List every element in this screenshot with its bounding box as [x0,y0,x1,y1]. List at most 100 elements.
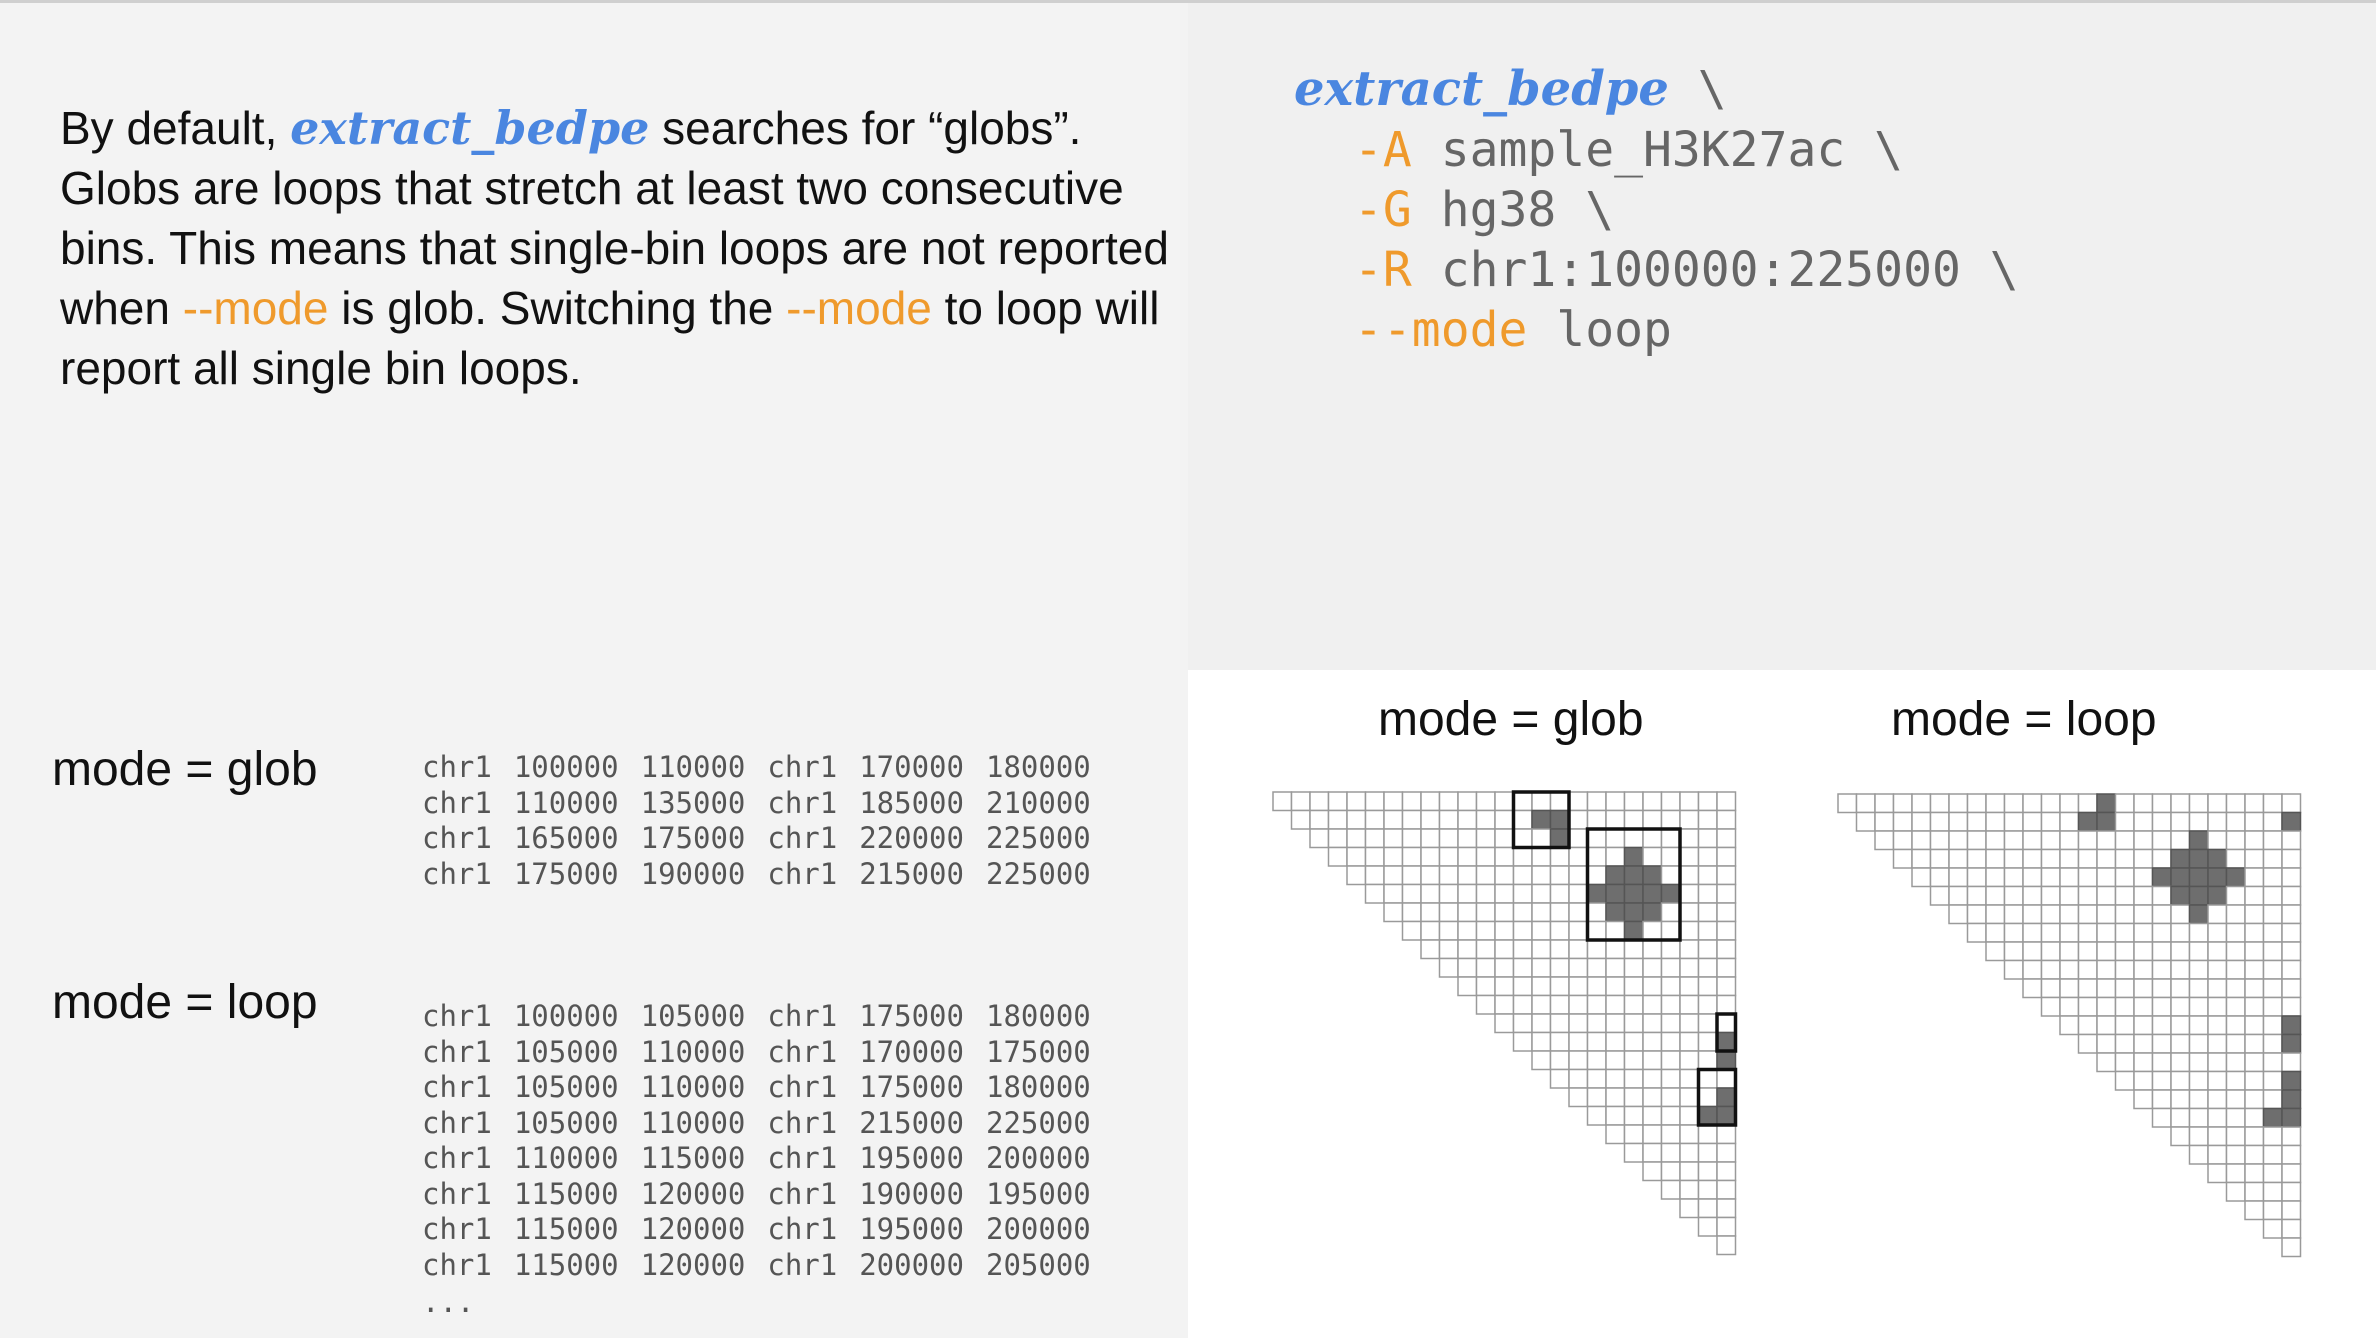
grid-bin [2114,1052,2135,1073]
loop-contact-triangle [1837,793,2302,1258]
grid-bin [2133,885,2154,906]
grid-bin [2059,793,2080,814]
table-cell: chr1 [767,785,838,820]
grid-bin [2003,830,2024,851]
filled-bin [2188,867,2209,888]
grid-bin [1716,1216,1737,1237]
grid-bin [2003,867,2024,888]
grid-bin [1420,883,1441,904]
command-flag-r: -R [1354,242,1412,298]
grid-bin [1855,811,1876,832]
grid-bin [1892,830,1913,851]
command-continuation: \ [1668,61,1727,117]
grid-bin [2207,1070,2228,1091]
grid-bin [2096,959,2117,980]
grid-bin [1874,811,1895,832]
grid-bin [2262,1015,2283,1036]
grid-bin [2133,1070,2154,1091]
grid-bin [2207,811,2228,832]
grid-bin [2040,959,2061,980]
table-cell: 105000 [513,1034,619,1069]
grid-bin [2262,793,2283,814]
grid-bin [2096,885,2117,906]
table-cell: 185000 [859,785,964,820]
grid-bin [2262,1052,2283,1073]
grid-bin [2114,885,2135,906]
grid-bin [2114,1015,2135,1036]
description-function-name: extract_bedpe [290,101,650,155]
grid-bin [1605,846,1626,867]
grid-bin [1929,793,1950,814]
grid-bin [1586,920,1607,941]
grid-bin [2281,978,2302,999]
grid-bin [1660,902,1681,923]
grid-bin [1716,865,1737,886]
grid-bin [1531,1031,1552,1052]
grid-bin [2133,830,2154,851]
grid-bin [2151,922,2172,943]
grid-bin [1549,994,1570,1015]
grid-bin [2133,1033,2154,1054]
grid-bin [1549,902,1570,923]
filled-bin [1549,809,1570,830]
grid-bin [1679,828,1700,849]
grid-bin [1642,920,1663,941]
grid-bin [2151,793,2172,814]
grid-bin [2188,1052,2209,1073]
grid-bin [2040,996,2061,1017]
grid-bin [1383,809,1404,830]
grid-bin [2262,978,2283,999]
table-cell: 205000 [985,1247,1091,1282]
grid-bin [2077,904,2098,925]
grid-bin [2281,1052,2302,1073]
table-cell: 135000 [640,785,746,820]
grid-bin [2188,1070,2209,1091]
grid-bin [2188,941,2209,962]
table-cell: chr1 [422,1034,492,1069]
filled-bin [2096,793,2117,814]
filled-bin [2151,867,2172,888]
grid-bin [1401,828,1422,849]
grid-bin [1642,1124,1663,1145]
grid-bin [2059,922,2080,943]
grid-bin [2022,867,2043,888]
grid-bin [1985,922,2006,943]
table-cell: 105000 [513,1070,619,1104]
table-cell: 180000 [985,999,1091,1033]
grid-bin [1346,846,1367,867]
grid-bin [2022,978,2043,999]
grid-bin [2244,1015,2265,1036]
grid-bin [2114,867,2135,888]
grid-bin [2225,811,2246,832]
table-cell: 220000 [859,821,964,855]
grid-bin [1716,994,1737,1015]
table-cell: 165000 [513,821,619,855]
grid-bin [1531,828,1552,849]
grid-bin [1568,920,1589,941]
grid-bin [2133,848,2154,869]
loop-output-label: mode = loop [52,976,318,1029]
grid-bin [2133,941,2154,962]
grid-bin [1401,920,1422,941]
grid-bin [1892,848,1913,869]
table-cell: 195000 [985,1176,1091,1211]
grid-bin [1586,828,1607,849]
grid-bin [2244,996,2265,1017]
grid-bin [1512,828,1533,849]
grid-bin [2022,830,2043,851]
grid-bin [2188,1126,2209,1147]
grid-bin [1401,846,1422,867]
grid-bin [1438,828,1459,849]
grid-bin [2281,904,2302,925]
grid-bin [1679,809,1700,830]
grid-bin [1420,865,1441,886]
grid-bin [2262,1033,2283,1054]
grid-bin [1531,791,1552,812]
filled-bin [1642,902,1663,923]
grid-bin [2225,941,2246,962]
table-cell: chr1 [422,750,492,784]
grid-bin [2170,1107,2191,1128]
grid-bin [1568,1087,1589,1108]
grid-bin [1623,1031,1644,1052]
grid-bin [2114,996,2135,1017]
